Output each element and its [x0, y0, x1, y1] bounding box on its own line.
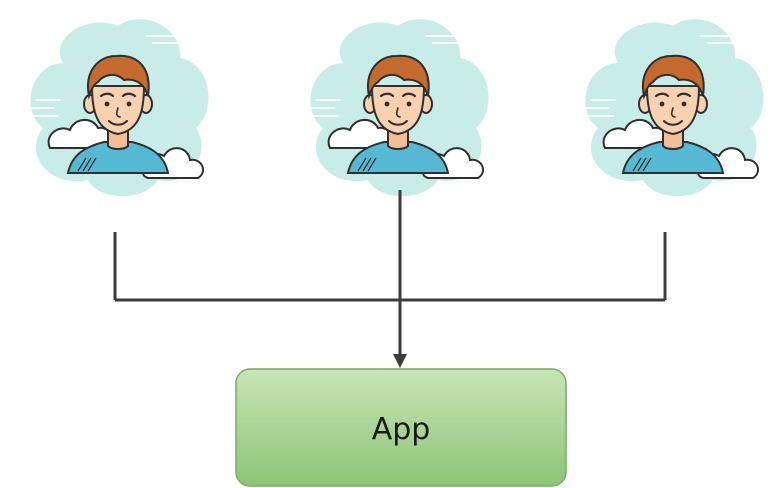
connector-lines — [113, 190, 667, 356]
user-avatar-icon — [584, 18, 765, 198]
user-avatar-icon — [29, 18, 210, 198]
app-label: App — [372, 412, 431, 447]
user-avatar-icon — [309, 18, 490, 198]
arrow-down-icon — [393, 354, 407, 368]
app-box: App — [235, 368, 567, 487]
